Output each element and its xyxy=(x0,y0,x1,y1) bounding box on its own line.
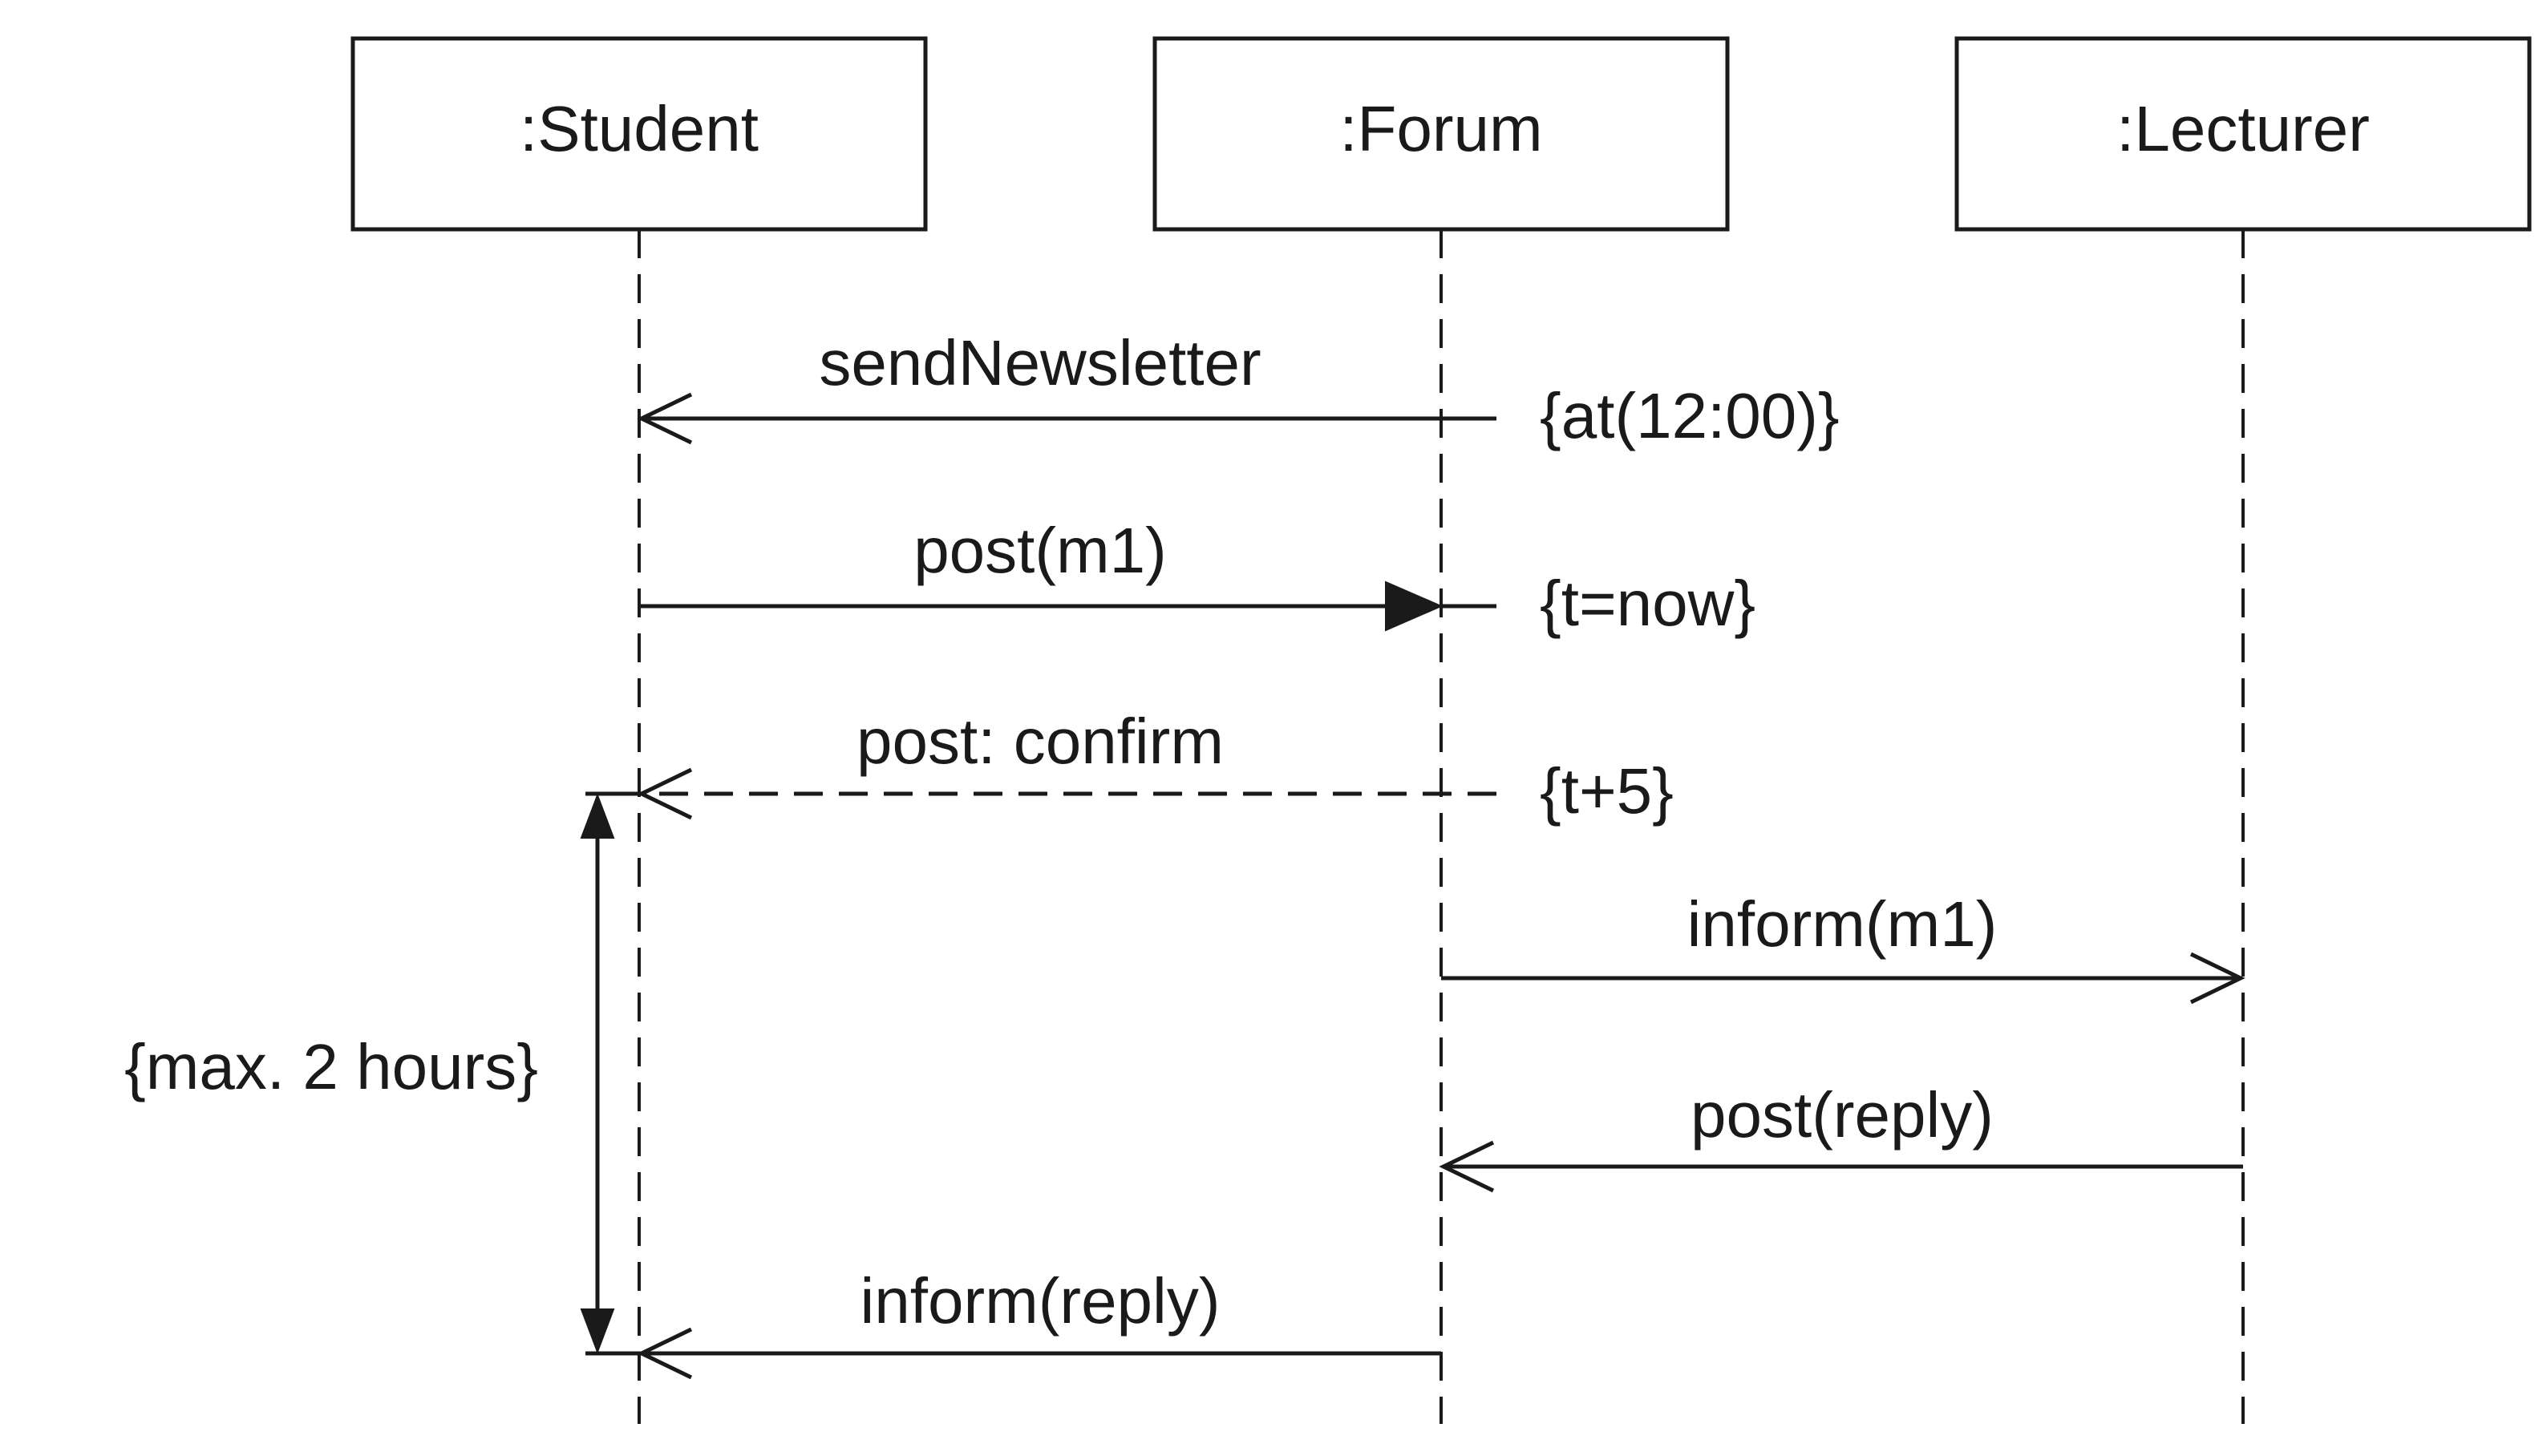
message-send-newsletter-label: sendNewsletter xyxy=(819,327,1261,398)
message-inform-reply: inform(reply) xyxy=(637,1265,1441,1380)
duration-constraint: {max. 2 hours} xyxy=(124,791,642,1356)
message-post-m1-arrowhead xyxy=(1385,580,1444,632)
message-post-confirm: post: confirm {t+5} xyxy=(637,706,1674,827)
time-constraint-t-plus-5: {t+5} xyxy=(1540,755,1674,827)
message-post-m1-label: post(m1) xyxy=(913,515,1167,586)
message-inform-m1-arrowhead xyxy=(2189,952,2245,1005)
lifeline-lecturer-box xyxy=(1954,36,2532,232)
duration-constraint-bottom-arrowhead xyxy=(580,1308,615,1354)
lifeline-lecturer-label: :Lecturer xyxy=(2116,93,2370,164)
duration-constraint-top-arrowhead xyxy=(580,793,615,839)
lifeline-forum: :Forum xyxy=(1152,36,1730,1424)
lifeline-lecturer: :Lecturer xyxy=(1954,36,2532,1424)
duration-constraint-label: {max. 2 hours} xyxy=(124,1031,538,1102)
lifeline-student: :Student xyxy=(350,36,928,1424)
time-constraint-at-noon: {at(12:00)} xyxy=(1540,380,1840,451)
lifeline-forum-box xyxy=(1152,36,1730,232)
message-post-m1: post(m1) {t=now} xyxy=(639,515,1755,639)
message-inform-m1: inform(m1) xyxy=(1441,888,2245,1005)
message-post-confirm-label: post: confirm xyxy=(856,706,1224,777)
message-post-reply-arrowhead xyxy=(1439,1140,1495,1193)
lifeline-forum-label: :Forum xyxy=(1339,93,1542,164)
message-send-newsletter: sendNewsletter {at(12:00)} xyxy=(637,327,1840,451)
message-send-newsletter-arrowhead xyxy=(637,392,693,445)
time-constraint-t-now: {t=now} xyxy=(1540,568,1755,639)
message-post-reply-label: post(reply) xyxy=(1691,1079,1994,1151)
message-post-reply: post(reply) xyxy=(1439,1079,2243,1193)
message-inform-reply-label: inform(reply) xyxy=(860,1265,1221,1337)
message-inform-m1-label: inform(m1) xyxy=(1687,888,1998,960)
lifeline-student-label: :Student xyxy=(520,93,759,164)
lifeline-student-box xyxy=(350,36,928,232)
